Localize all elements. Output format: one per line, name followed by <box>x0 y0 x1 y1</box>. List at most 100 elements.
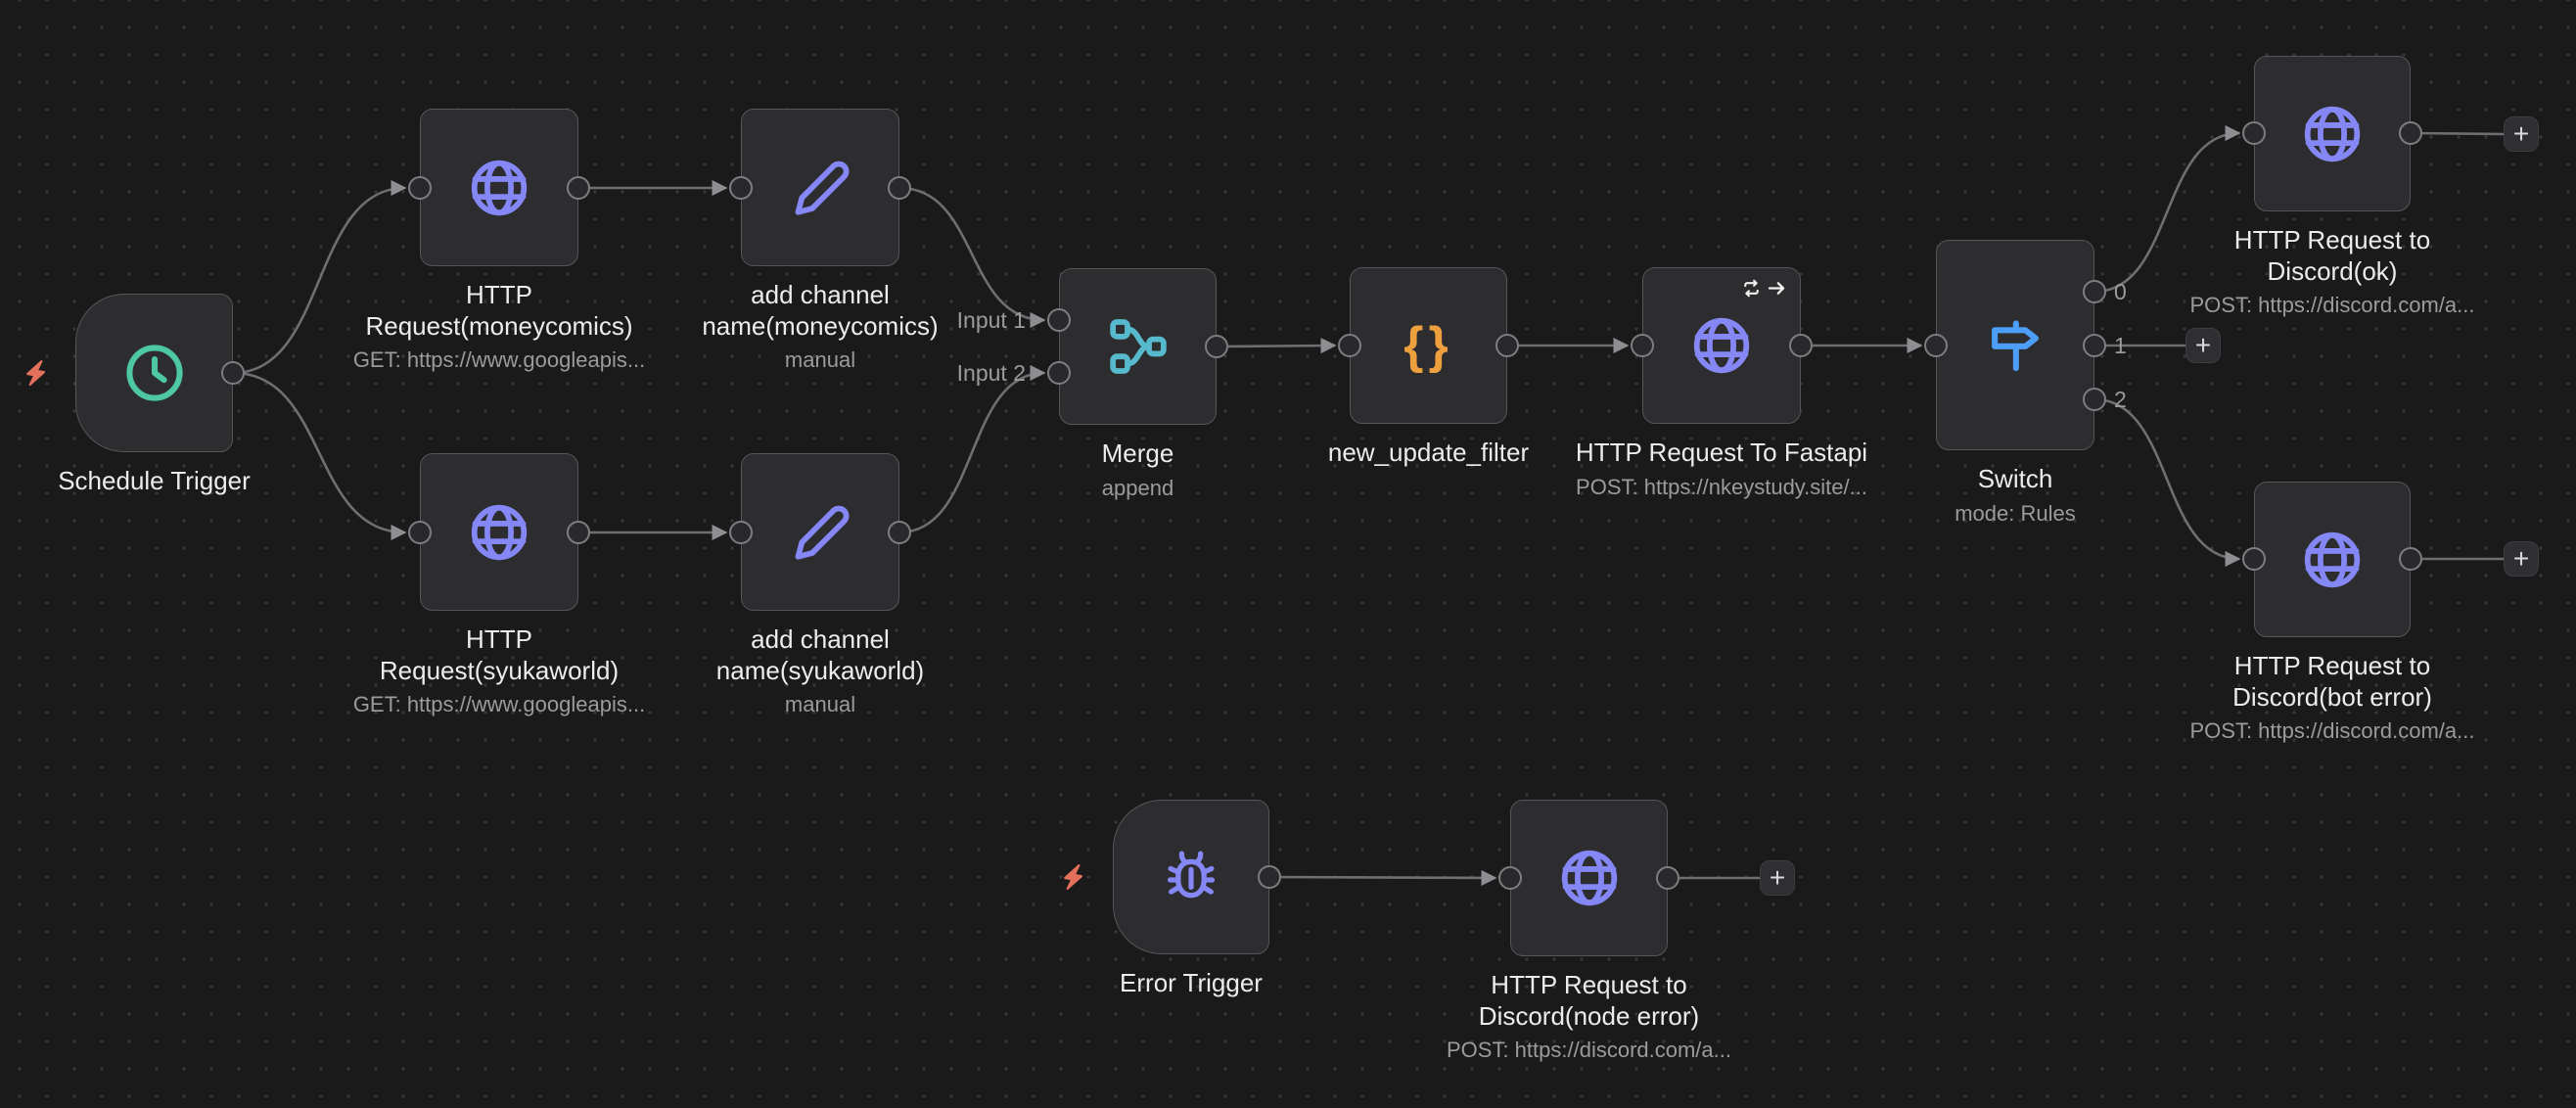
add-channel-name-syukaworld[interactable] <box>741 453 899 611</box>
input-port[interactable] <box>2242 547 2266 571</box>
node-label: HTTP Request(syukaworld) <box>379 624 620 685</box>
output-port[interactable] <box>1258 865 1281 889</box>
input-port[interactable] <box>1047 308 1071 332</box>
node-caption: HTTP Request(syukaworld)GET: https://www… <box>313 624 685 717</box>
node-label: add channel name(moneycomics) <box>702 280 939 341</box>
node-label: Error Trigger <box>1120 968 1263 997</box>
node-caption: HTTP Request to Discord(node error) POST:… <box>1403 970 1775 1063</box>
add-channel-name-moneycomics[interactable] <box>741 109 899 266</box>
output-port[interactable] <box>1656 866 1679 890</box>
node-sublabel: mode: Rules <box>1955 500 2076 526</box>
switch-icon <box>1983 313 2047 378</box>
merge[interactable] <box>1059 268 1217 425</box>
node-sublabel: POST: https://discord.com/a... <box>2189 293 2475 318</box>
output-port[interactable] <box>2083 280 2106 303</box>
globe-icon <box>467 500 531 565</box>
input-port[interactable] <box>729 521 753 544</box>
globe-icon <box>1689 313 1754 378</box>
node-sublabel: POST: https://discord.com/a... <box>2189 718 2475 744</box>
node-label: HTTP Request to Discord(ok) <box>2233 225 2431 286</box>
clock-icon <box>122 341 187 405</box>
input-port[interactable] <box>1631 334 1654 357</box>
node-sublabel: append <box>1101 475 1174 500</box>
connection-edge[interactable] <box>232 179 407 375</box>
input-port-label: Input 2 <box>956 360 1026 386</box>
node-label: new_update_filter <box>1327 438 1530 467</box>
node-label: HTTP Request(moneycomics) <box>365 280 633 341</box>
node-label: HTTP Request To Fastapi <box>1575 438 1868 467</box>
node-label: Merge <box>1101 439 1174 468</box>
node-caption: Merge append <box>952 439 1324 501</box>
error-trigger[interactable] <box>1113 800 1269 954</box>
node-settings-badges <box>1740 277 1788 300</box>
node-sublabel: manual <box>784 692 856 717</box>
bug-icon <box>1159 845 1223 909</box>
globe-icon <box>467 156 531 220</box>
connection-edge[interactable] <box>1268 869 1497 886</box>
input-port[interactable] <box>1047 361 1071 385</box>
node-caption: Schedule Trigger <box>0 466 341 497</box>
output-port[interactable] <box>888 176 911 200</box>
node-label: HTTP Request to Discord(node error) <box>1478 970 1700 1031</box>
new-update-filter[interactable]: {} <box>1350 267 1507 424</box>
input-port[interactable] <box>1338 334 1361 357</box>
node-caption: HTTP Request to Discord(bot error) POST: … <box>2146 651 2518 744</box>
connection-edge[interactable] <box>2093 397 2241 568</box>
connection-edge[interactable] <box>232 371 407 541</box>
globe-icon <box>1557 846 1622 910</box>
schedule-trigger[interactable] <box>75 294 233 452</box>
output-port[interactable] <box>2399 547 2422 571</box>
node-sublabel: POST: https://discord.com/a... <box>1447 1038 1731 1063</box>
node-caption: new_update_filter <box>1243 438 1615 469</box>
output-port[interactable] <box>1789 334 1813 357</box>
output-port[interactable] <box>888 521 911 544</box>
input-port[interactable] <box>408 176 432 200</box>
http-request-to-fastapi[interactable] <box>1642 267 1801 424</box>
plus-discord-bot-error[interactable]: + <box>2504 541 2539 577</box>
node-caption: HTTP Request(moneycomics) GET: https://ww… <box>313 280 685 373</box>
input-port[interactable] <box>1924 334 1948 357</box>
input-port[interactable] <box>1498 866 1522 890</box>
http-request-to-discord-bot-error[interactable] <box>2254 482 2411 637</box>
output-port[interactable] <box>1205 335 1228 358</box>
output-port[interactable] <box>221 361 245 385</box>
connection-edge[interactable] <box>898 186 1046 329</box>
node-caption: Switch mode: Rules <box>1829 464 2201 527</box>
node-label: Switch <box>1977 464 2053 493</box>
plus-discord-node-error[interactable]: + <box>1760 860 1795 896</box>
node-label: add channel name(syukaworld) <box>715 624 925 685</box>
output-port-label: 1 <box>2114 333 2127 358</box>
input-port[interactable] <box>2242 121 2266 145</box>
output-port[interactable] <box>1495 334 1519 357</box>
plus-switch-output-1[interactable]: + <box>2185 328 2221 363</box>
switch[interactable] <box>1936 240 2094 450</box>
node-caption: add channel name(syukaworld) manual <box>634 624 1006 717</box>
node-label: HTTP Request to Discord(bot error) <box>2232 651 2432 712</box>
merge-icon <box>1106 314 1171 379</box>
retry-icon <box>1740 277 1763 300</box>
connection-edge[interactable] <box>2410 131 2505 136</box>
output-port[interactable] <box>567 521 590 544</box>
http-request-to-discord-ok[interactable] <box>2254 56 2411 211</box>
http-request-moneycomics[interactable] <box>420 109 578 266</box>
input-port[interactable] <box>408 521 432 544</box>
http-request-to-discord-node-error[interactable] <box>1510 800 1668 956</box>
input-port[interactable] <box>729 176 753 200</box>
output-port[interactable] <box>2083 334 2106 357</box>
output-port[interactable] <box>567 176 590 200</box>
pencil-icon <box>788 500 852 565</box>
http-request-syukaworld[interactable] <box>420 453 578 611</box>
connection-edge[interactable] <box>2093 124 2241 294</box>
connection-edge[interactable] <box>898 364 1046 534</box>
output-port[interactable] <box>2083 388 2106 411</box>
node-sublabel: GET: https://www.googleapis... <box>352 347 646 373</box>
plus-discord-ok[interactable]: + <box>2504 116 2539 152</box>
node-caption: HTTP Request to Discord(ok) POST: https:/… <box>2146 225 2518 318</box>
braces-icon-glyph: {} <box>1403 317 1453 374</box>
output-port-label: 2 <box>2114 387 2127 412</box>
lightning-bolt-icon <box>18 354 56 392</box>
output-port[interactable] <box>2399 121 2422 145</box>
